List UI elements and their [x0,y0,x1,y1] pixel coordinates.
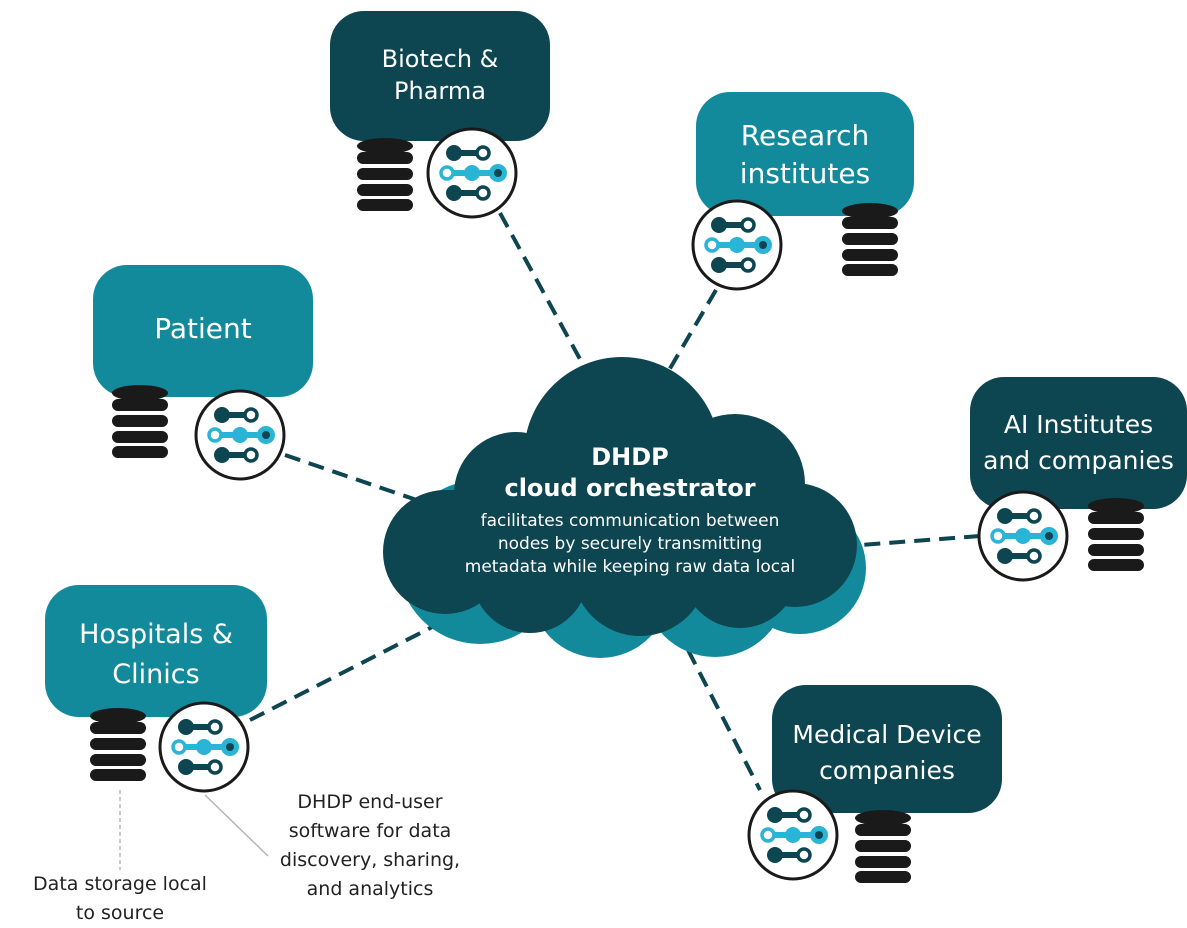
node-label-line-2: Pharma [394,77,486,105]
connector-medical [686,649,762,791]
node-hospitals-clinics: Hospitals & Clinics [45,585,267,717]
database-icon [842,203,898,276]
node-label-line-1: Hospitals & [79,619,233,650]
storage-annotation: Data storage local to source [2,870,238,928]
dhdp-node-icon [196,391,284,479]
cloud-description-line-3: metadata while keeping raw data local [464,557,796,577]
software-annotation-line-3: discovery, sharing, [279,849,461,871]
node-label-line-1: Biotech & [381,45,499,73]
database-icon [90,708,146,781]
cloud-description: facilitates communication between nodes … [400,510,860,579]
node-label-line-2: institutes [739,157,871,190]
connector-biotech [498,212,600,393]
storage-annotation-line-2: to source [75,902,165,924]
connector-ai [847,534,981,548]
software-annotation-line-4: and analytics [306,878,434,900]
dhdp-node-icon [979,492,1067,580]
node-label-line-2: Clinics [112,659,200,690]
node-label-line-1: Medical Device [792,720,982,749]
cloud-description-line-2: nodes by securely transmitting [497,534,763,554]
node-research-institutes: Research institutes [696,92,914,216]
dhdp-node-icon [693,201,781,289]
database-icon [357,138,413,211]
cloud-icon [383,357,866,658]
node-label-line-2: and companies [983,446,1174,475]
connector-hospitals [249,621,441,722]
node-label-line-1: Research [740,119,870,152]
database-icon [1088,498,1144,571]
cloud-orchestrator-label: DHDP cloud orchestrator facilitates comm… [400,442,860,579]
database-icon [855,810,911,883]
dhdp-node-icon [749,791,837,879]
node-ai-institutes: AI Institutes and companies [970,377,1187,509]
software-annotation-line-1: DHDP end-user [297,791,443,813]
storage-annotation-line-1: Data storage local [33,873,207,895]
node-label-line-1: Patient [154,312,252,345]
node-label-line-1: AI Institutes [1003,410,1154,439]
dhdp-node-icon [428,129,516,217]
node-patient: Patient [93,265,313,397]
node-label-line-2: companies [819,756,955,785]
software-leader-line [204,794,269,857]
software-annotation: DHDP end-user software for data discover… [250,788,490,904]
dhdp-node-icon [160,703,248,791]
cloud-description-line-1: facilitates communication between [480,511,780,531]
software-annotation-line-2: software for data [288,820,452,842]
database-icon [112,385,168,458]
cloud-title-line-1: DHDP [591,443,669,471]
node-biotech-pharma: Biotech & Pharma [330,11,550,141]
node-medical-device: Medical Device companies [772,685,1002,813]
cloud-title-line-2: cloud orchestrator [504,474,756,502]
